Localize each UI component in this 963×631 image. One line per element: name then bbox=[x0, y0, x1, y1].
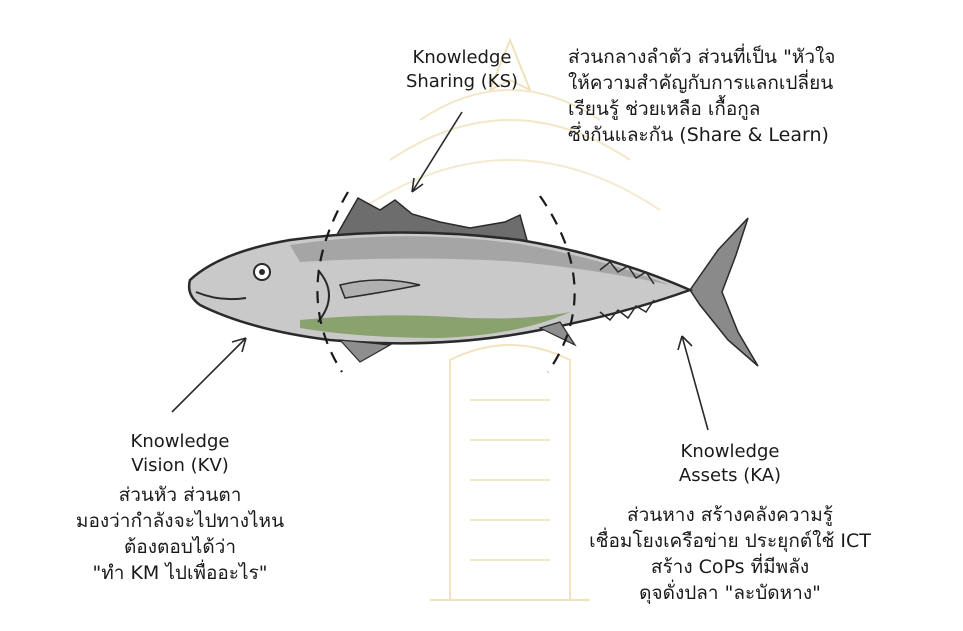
ks-desc-line-2: ให้ความสำคัญกับการแลกเปลี่ยน bbox=[568, 70, 835, 96]
arrow-ks bbox=[412, 112, 462, 192]
ks-title-line-1: Knowledge bbox=[372, 46, 552, 70]
kv-block: Knowledge Vision (KV) ส่วนหัว ส่วนตา มอง… bbox=[10, 430, 350, 586]
arrow-ka bbox=[678, 336, 708, 430]
kv-desc-line-3: ต้องตอบได้ว่า bbox=[10, 534, 350, 560]
kv-title-line-2: Vision (KV) bbox=[10, 454, 350, 478]
fish-illustration bbox=[189, 198, 758, 366]
ka-block: Knowledge Assets (KA) ส่วนหาง สร้างคลังค… bbox=[530, 440, 930, 606]
ka-title-line-2: Assets (KA) bbox=[530, 464, 930, 488]
kv-desc-line-2: มองว่ากำลังจะไปทางไหน bbox=[10, 508, 350, 534]
arrow-kv bbox=[172, 338, 246, 412]
kv-desc-line-1: ส่วนหัว ส่วนตา bbox=[10, 482, 350, 508]
kv-desc-line-4: "ทำ KM ไปเพื่ออะไร" bbox=[10, 560, 350, 586]
ka-title-line-1: Knowledge bbox=[530, 440, 930, 464]
ka-desc-line-1: ส่วนหาง สร้างคลังความรู้ bbox=[530, 502, 930, 528]
ks-desc-line-3: เรียนรู้ ช่วยเหลือ เกื้อกูล bbox=[568, 96, 835, 122]
tail-fin bbox=[690, 218, 758, 366]
ka-desc-line-3: สร้าง CoPs ที่มีพลัง bbox=[530, 554, 930, 580]
ks-title-line-2: Sharing (KS) bbox=[372, 70, 552, 94]
ks-description: ส่วนกลางลำตัว ส่วนที่เป็น "หัวใจ ให้ความ… bbox=[568, 44, 835, 148]
ks-title: Knowledge Sharing (KS) bbox=[372, 46, 552, 94]
ks-desc-line-4: ซึ่งกันและกัน (Share & Learn) bbox=[568, 122, 835, 148]
ka-desc-line-4: ดุจดั่งปลา "ละบัดหาง" bbox=[530, 580, 930, 606]
kv-title-line-1: Knowledge bbox=[10, 430, 350, 454]
ks-desc-line-1: ส่วนกลางลำตัว ส่วนที่เป็น "หัวใจ bbox=[568, 44, 835, 70]
ka-desc-line-2: เชื่อมโยงเครือข่าย ประยุกต์ใช้ ICT bbox=[530, 528, 930, 554]
